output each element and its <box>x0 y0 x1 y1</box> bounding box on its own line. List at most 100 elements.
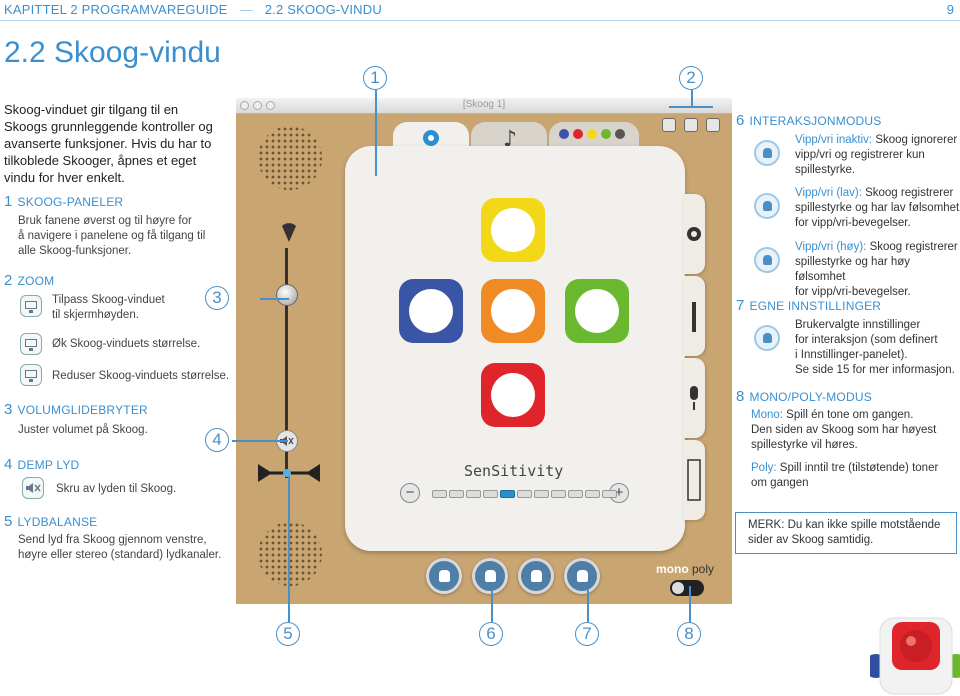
callout-6: 6 <box>479 622 503 646</box>
mono-text: Mono: Spill én tone om gangen.Den siden … <box>751 409 937 451</box>
callout-3-stub <box>260 298 262 300</box>
mode-tilt-high-button[interactable] <box>518 558 554 594</box>
tilt-off-icon <box>754 140 780 166</box>
sensitivity-segment[interactable] <box>534 490 549 498</box>
callout-8-line <box>689 586 691 622</box>
mute-icon <box>22 477 44 499</box>
callout-7-line <box>587 590 589 622</box>
callout-4: 4 <box>205 428 229 452</box>
speaker-grille-bottom <box>258 522 322 586</box>
sensitivity-segment[interactable] <box>500 490 515 498</box>
window-titlebar: [Skoog 1] <box>236 98 732 114</box>
tilt-low-icon <box>754 193 780 219</box>
speaker-grille-top <box>258 126 322 190</box>
skoog-cube-image <box>870 617 960 695</box>
colour-dot-green <box>601 129 611 139</box>
fit-screen-icon <box>20 295 42 317</box>
pad-red[interactable] <box>481 363 545 427</box>
tab-settings[interactable] <box>683 194 705 274</box>
mode-custom-button[interactable] <box>564 558 600 594</box>
mono-label: mono <box>656 562 689 576</box>
callout-1: 1 <box>363 66 387 90</box>
zoom-fit-button[interactable] <box>662 118 676 132</box>
colour-dot-blue <box>559 129 569 139</box>
section-3-text: Juster volumet på Skoog. <box>18 424 148 436</box>
callout-2: 2 <box>679 66 703 90</box>
tab-notation[interactable] <box>683 440 705 520</box>
running-header: KAPITTEL 2 PROGRAMVAREGUIDE—2.2 SKOOG-VI… <box>4 2 382 17</box>
sensitivity-segment[interactable] <box>551 490 566 498</box>
mode-tilt-off-button[interactable] <box>426 558 462 594</box>
zoom-in-icon <box>20 333 42 355</box>
callout-2-line <box>691 90 693 106</box>
callout-4-line <box>232 440 288 442</box>
mode-tilt-low-button[interactable] <box>472 558 508 594</box>
colour-dot-dark <box>615 129 625 139</box>
zoom-out-text: Reduser Skoog-vinduets størrelse. <box>52 370 230 382</box>
sensitivity-label: SenSitivity <box>464 462 564 480</box>
sensitivity-segment[interactable] <box>466 490 481 498</box>
zoom-out-button[interactable] <box>706 118 720 132</box>
balance-control[interactable] <box>256 462 322 484</box>
header-rule <box>0 20 960 21</box>
colour-dot-red <box>573 129 583 139</box>
callout-5: 5 <box>276 622 300 646</box>
pad-orange[interactable] <box>481 279 545 343</box>
colour-dot-yellow <box>587 129 597 139</box>
window-title: [Skoog 1] <box>462 99 506 110</box>
callout-2-bracket <box>669 106 713 108</box>
poly-label: poly <box>692 562 715 576</box>
callout-7: 7 <box>575 622 599 646</box>
header-chapter: KAPITTEL 2 PROGRAMVAREGUIDE <box>4 2 228 17</box>
callout-6-line <box>491 590 493 622</box>
intro-paragraph: Skoog-vinduet gir tilgang til en Skoogs … <box>4 102 213 185</box>
svg-text:♪: ♪ <box>503 127 517 152</box>
callout-3-line <box>260 298 289 300</box>
callout-8: 8 <box>677 622 701 646</box>
maximize-window-button[interactable] <box>266 101 275 110</box>
section-5-text: Send lyd fra Skoog gjennom venstre,høyre… <box>18 534 222 561</box>
pad-blue[interactable] <box>399 279 463 343</box>
sensitivity-minus-button[interactable]: − <box>400 483 420 503</box>
zoom-out-icon <box>20 364 42 386</box>
volume-track <box>285 248 288 478</box>
callout-1-line <box>375 90 377 176</box>
tab-microphone[interactable] <box>683 358 705 438</box>
sensitivity-segment[interactable] <box>517 490 532 498</box>
page-number: 9 <box>946 2 954 17</box>
zoom-in-button[interactable] <box>684 118 698 132</box>
note-box: MERK: Du kan ikke spille motstående side… <box>735 512 957 554</box>
sensitivity-segment[interactable] <box>568 490 583 498</box>
header-section: 2.2 SKOOG-VINDU <box>264 2 382 17</box>
sensitivity-segment[interactable] <box>432 490 447 498</box>
callout-5-line <box>288 476 290 622</box>
zoom-in-text: Øk Skoog-vinduets størrelse. <box>52 338 201 350</box>
volume-slider-knob[interactable] <box>276 284 298 306</box>
sensitivity-segment[interactable] <box>483 490 498 498</box>
mono-poly-toggle[interactable] <box>670 580 704 596</box>
tab-instrument[interactable] <box>683 276 705 356</box>
skoog-window: [Skoog 1] ♪ SenSitivity − + <box>236 98 732 604</box>
pad-green[interactable] <box>565 279 629 343</box>
callout-3: 3 <box>205 286 229 310</box>
custom-settings-icon <box>754 325 780 351</box>
minimize-window-button[interactable] <box>253 101 262 110</box>
volume-icon <box>282 223 296 242</box>
sensitivity-segment[interactable] <box>602 490 617 498</box>
sensitivity-segment[interactable] <box>585 490 600 498</box>
close-window-button[interactable] <box>240 101 249 110</box>
pad-yellow[interactable] <box>481 198 545 262</box>
sensitivity-segment[interactable] <box>449 490 464 498</box>
